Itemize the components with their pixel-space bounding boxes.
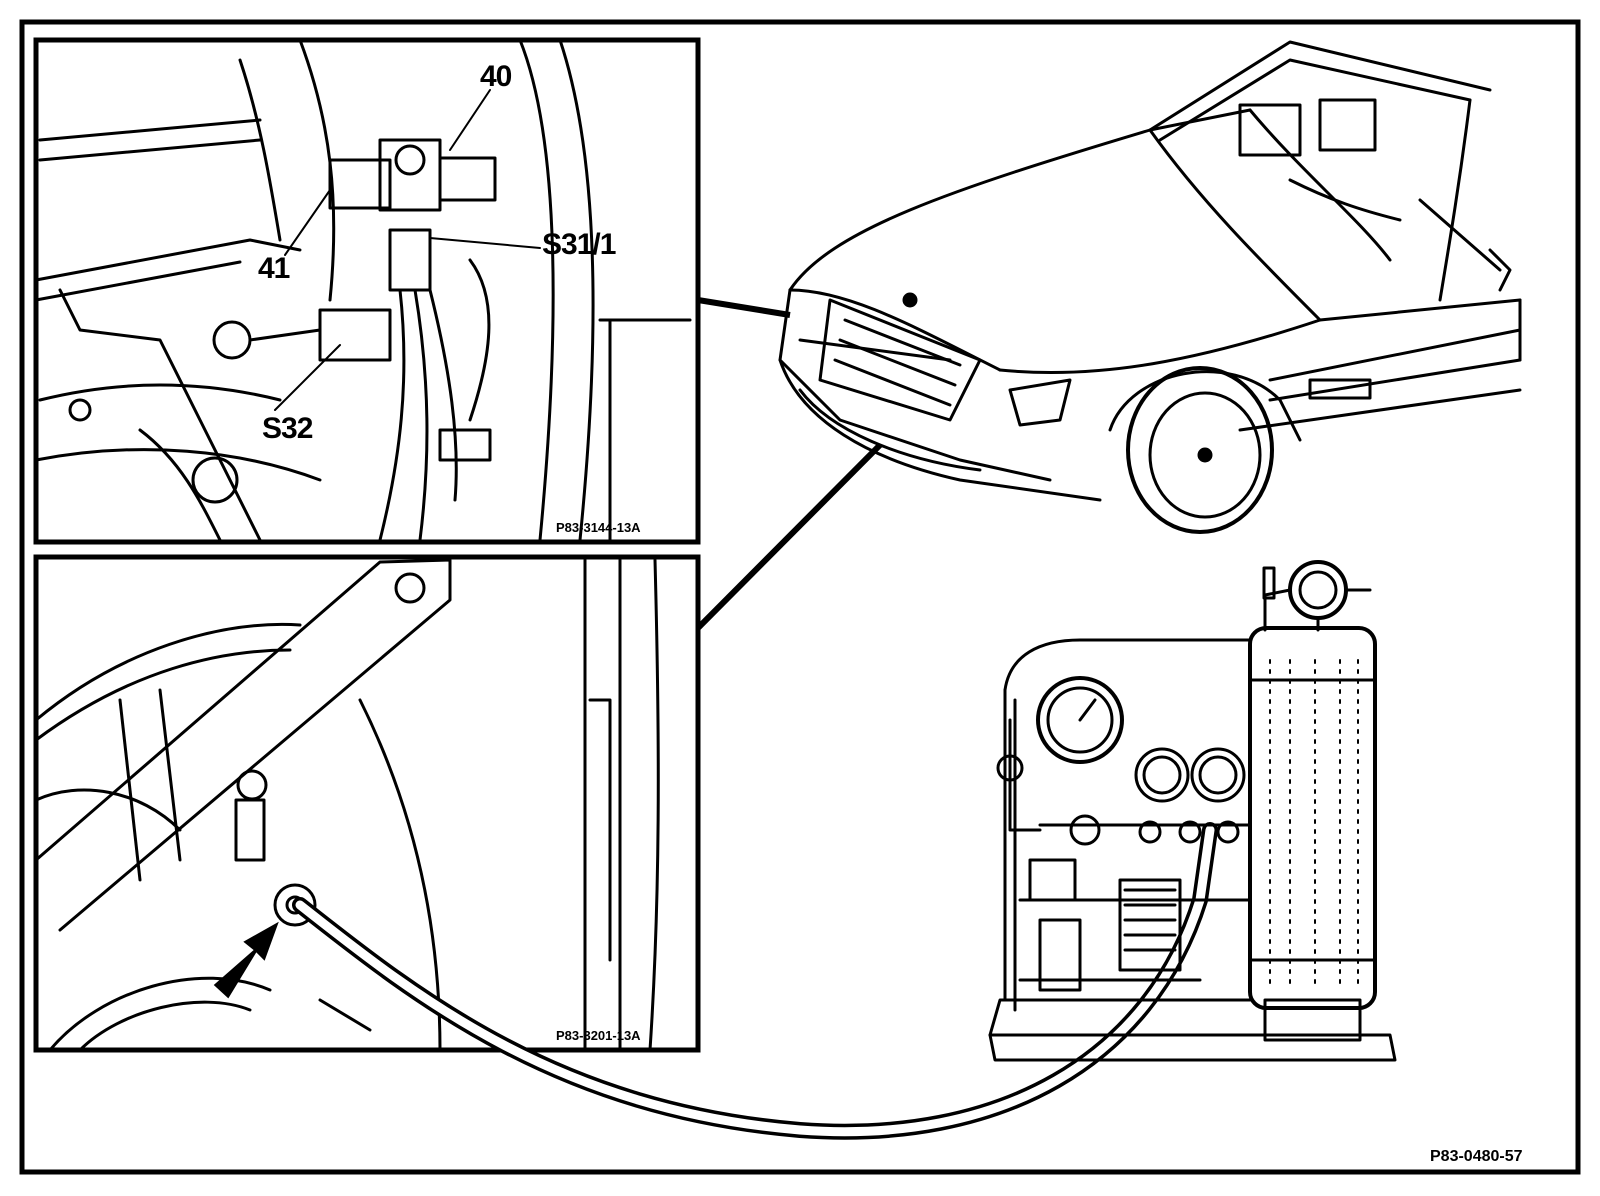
callout-41: 41 xyxy=(258,252,290,285)
figure-code-bottom-inset: P83-3201-13A xyxy=(556,1028,641,1043)
callout-40: 40 xyxy=(480,60,512,93)
inset-top-switch-detail xyxy=(33,37,701,545)
pointer-line-bottom xyxy=(695,442,883,631)
test-charging-unit xyxy=(988,560,1397,1062)
pointer-line-top xyxy=(697,297,791,318)
inset-top-frame xyxy=(33,37,701,545)
figure-code-main: P83-0480-57 xyxy=(1430,1148,1523,1165)
inset-bottom-frame xyxy=(33,554,701,1053)
outer-frame xyxy=(19,19,1581,1175)
callout-s32: S32 xyxy=(262,412,313,445)
figure-code-top-inset: P83-3144-13A xyxy=(556,520,641,535)
car-illustration xyxy=(778,40,1522,534)
callout-s31-1: S31/1 xyxy=(542,228,616,261)
connection-arrow xyxy=(213,921,279,999)
test-hose xyxy=(292,822,1218,1140)
inset-bottom-connection-detail xyxy=(33,554,701,1053)
